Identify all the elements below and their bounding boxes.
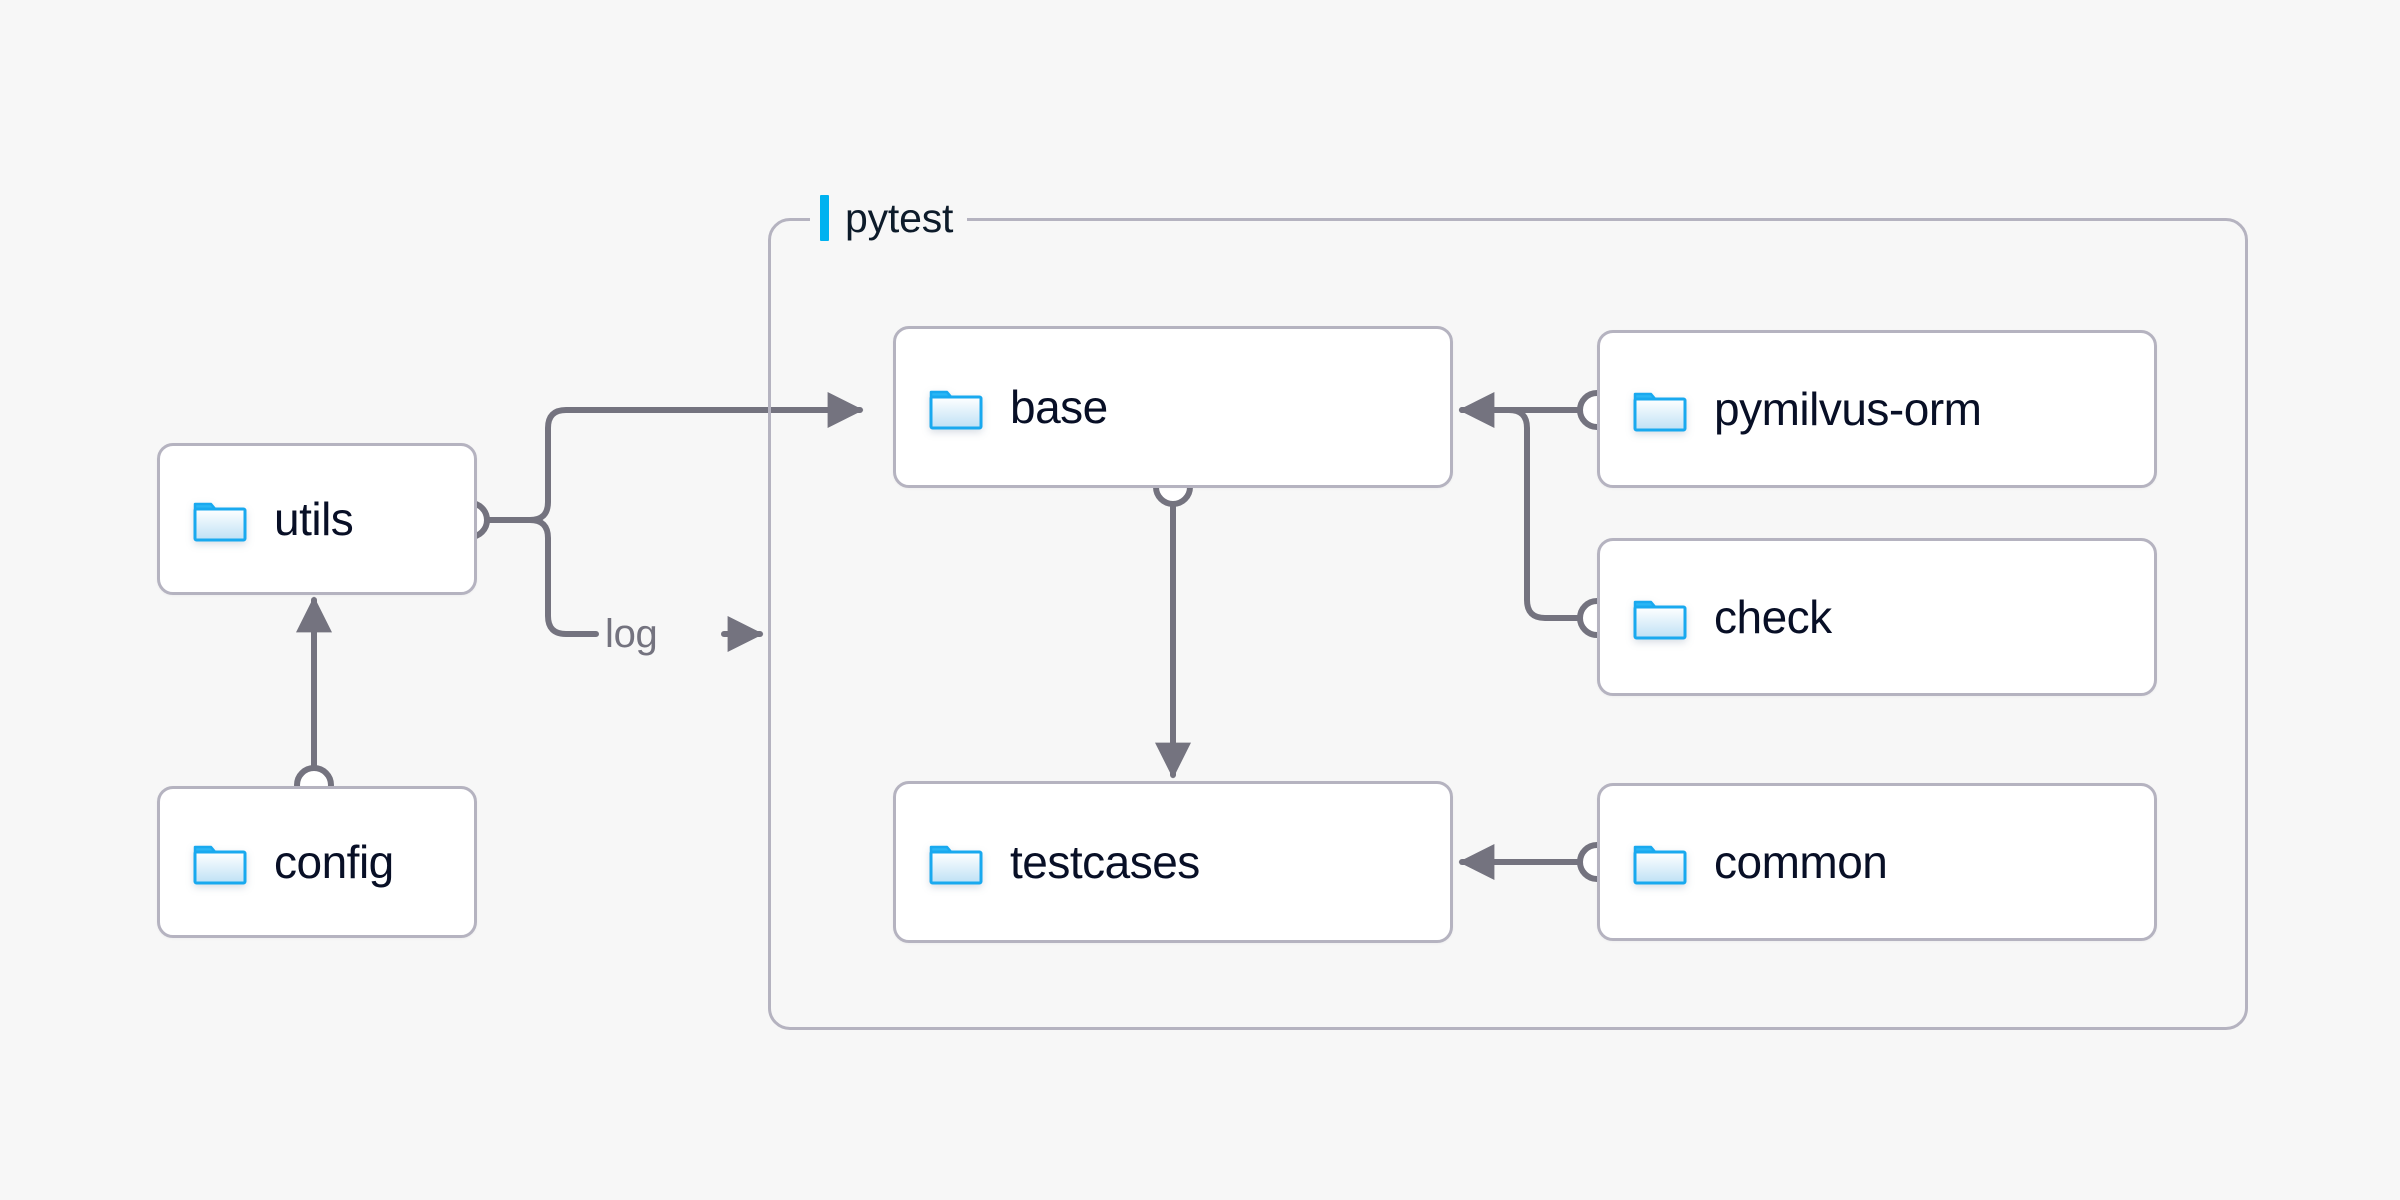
node-label: testcases [1010,836,1200,888]
node-base[interactable]: base [893,326,1453,488]
node-label: config [274,836,394,888]
folder-icon [192,495,248,543]
folder-icon [1632,593,1688,641]
node-label: check [1714,591,1832,643]
node-label: pymilvus-orm [1714,383,1982,435]
node-config[interactable]: config [157,786,477,938]
node-label: base [1010,381,1108,433]
folder-icon [1632,385,1688,433]
node-label: common [1714,836,1888,888]
pytest-group-container [768,218,2248,1030]
node-pymilvus-orm[interactable]: pymilvus-orm [1597,330,2157,488]
edge-label-log: log [605,612,658,656]
accent-bar-icon [820,195,829,241]
pytest-group-title: pytest [845,194,954,241]
node-testcases[interactable]: testcases [893,781,1453,943]
node-check[interactable]: check [1597,538,2157,696]
folder-icon [928,383,984,431]
node-utils[interactable]: utils [157,443,477,595]
folder-icon [1632,838,1688,886]
pytest-group-label: pytest [810,190,968,246]
folder-icon [928,838,984,886]
node-common[interactable]: common [1597,783,2157,941]
folder-icon [192,838,248,886]
node-label: utils [274,493,354,545]
